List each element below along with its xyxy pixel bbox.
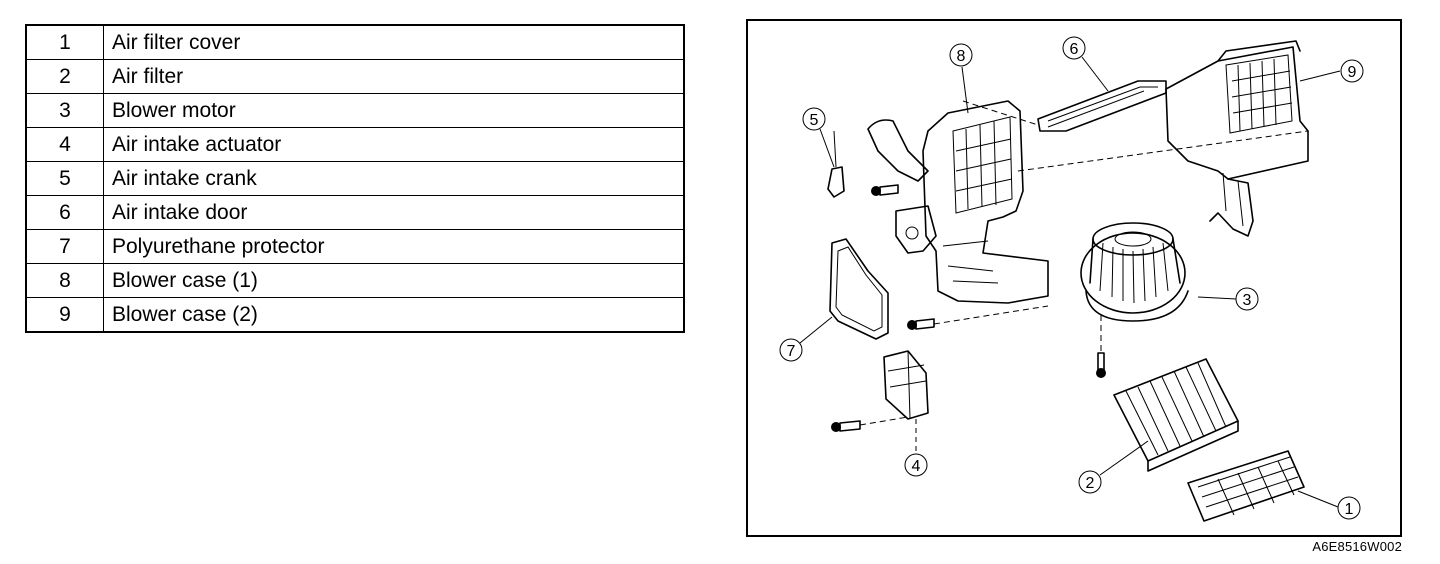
part-name: Air intake door	[103, 195, 685, 230]
blower-case-1-illustration	[867, 100, 1309, 304]
part-number: 2	[25, 59, 104, 94]
air-intake-crank-illustration	[827, 130, 845, 198]
part-number: 8	[25, 263, 104, 298]
air-intake-door-illustration	[962, 80, 1167, 132]
callout-3: 3	[1243, 292, 1252, 309]
exploded-view-diagram: 8 6 9 5 3 7 4 2 1	[746, 19, 1402, 537]
part-number: 6	[25, 195, 104, 230]
part-number: 9	[25, 297, 104, 333]
callout-8: 8	[957, 48, 966, 65]
part-number: 1	[25, 24, 104, 60]
air-filter-cover-illustration	[1187, 450, 1305, 522]
part-name: Air intake actuator	[103, 127, 685, 162]
part-name: Polyurethane protector	[103, 229, 685, 264]
callout-6: 6	[1070, 41, 1079, 58]
callout-4: 4	[912, 458, 921, 475]
part-name: Blower motor	[103, 93, 685, 128]
callout-2: 2	[1086, 475, 1095, 492]
screw-illustrations	[831, 184, 1106, 432]
callout-1: 1	[1345, 501, 1354, 518]
part-name: Air intake crank	[103, 161, 685, 196]
part-name: Air filter	[103, 59, 685, 94]
blower-motor-illustration	[1080, 222, 1189, 322]
callout-labels: 8 6 9 5 3 7 4 2 1	[779, 36, 1364, 520]
callout-9: 9	[1348, 64, 1357, 81]
polyurethane-protector-illustration	[829, 238, 889, 340]
air-intake-actuator-illustration	[883, 350, 929, 453]
part-number: 5	[25, 161, 104, 196]
callout-5: 5	[810, 112, 819, 129]
part-number: 4	[25, 127, 104, 162]
blower-case-2-illustration	[1165, 40, 1309, 237]
air-filter-illustration	[1113, 358, 1239, 472]
part-name: Air filter cover	[103, 24, 685, 60]
part-name: Blower case (1)	[103, 263, 685, 298]
part-number: 7	[25, 229, 104, 264]
part-number: 3	[25, 93, 104, 128]
figure-code: A6E8516W002	[1312, 539, 1402, 554]
part-name: Blower case (2)	[103, 297, 685, 333]
callout-7: 7	[787, 343, 796, 360]
